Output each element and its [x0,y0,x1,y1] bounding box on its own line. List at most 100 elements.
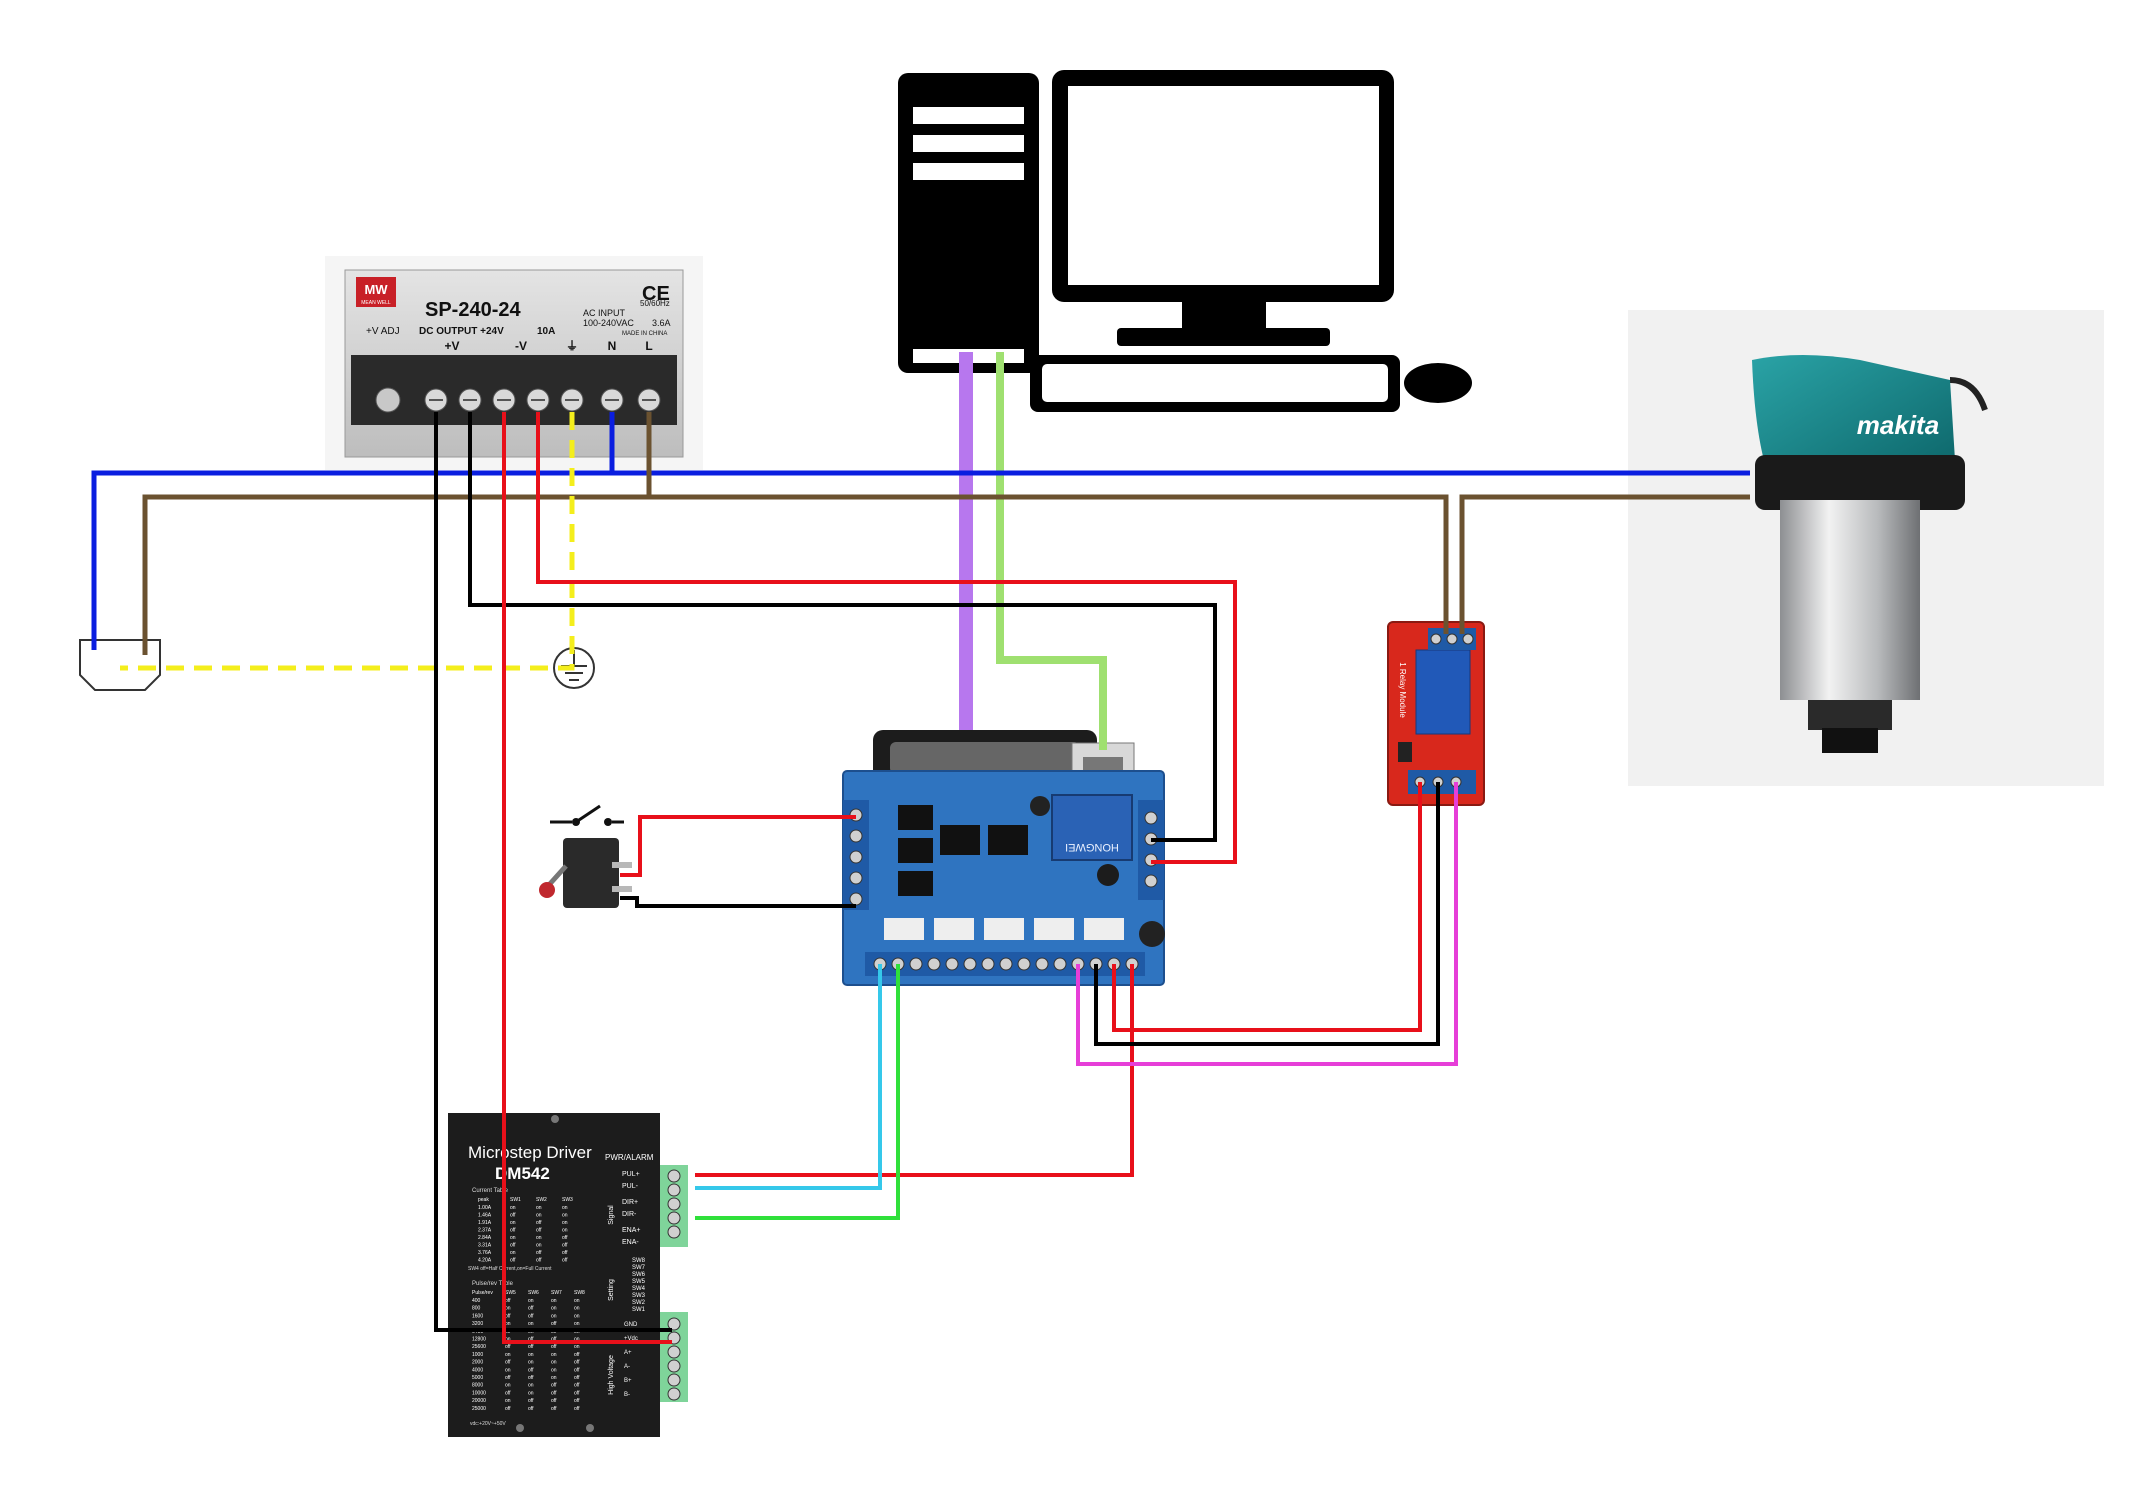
driver-dip-label: SW4 [632,1286,646,1292]
current-cell: off [562,1243,568,1249]
current-cell: off [562,1250,568,1256]
pulse-cell: off [528,1313,534,1319]
pulse-cell: 800 [472,1306,481,1312]
vadj-pot-icon [375,387,401,413]
pulse-cell: off [505,1360,511,1366]
pulse-cell: off [505,1313,511,1319]
relay-magenta [1076,782,1458,1066]
current-cell: on [562,1220,568,1226]
bb-bottom-terminals [865,952,1145,976]
current-cell: off [536,1220,542,1226]
pulse-cell: off [574,1360,580,1366]
pulse-cell: 5000 [472,1375,483,1381]
current-cell: off [510,1213,516,1219]
psu-term-n: N [608,339,617,353]
pulse-cell: off [574,1383,580,1389]
driver-title: Microstep Driver [468,1143,592,1162]
pulse-cell: 3200 [472,1321,483,1327]
computer [898,70,1472,412]
psu-term-ground: ⏚ [566,339,578,353]
current-cell: off [510,1258,516,1264]
current-cell: 2.37A [478,1228,492,1234]
pulse-cell: on [505,1337,511,1343]
pulse-cell: off [574,1367,580,1373]
current-header-cell: peak [478,1197,489,1203]
bb-right-terminals [1138,800,1164,900]
pulse-cell: on [505,1398,511,1404]
driver-power-terminal [660,1312,688,1402]
pulse-cell: on [528,1352,534,1358]
pulse-cell: on [528,1298,534,1304]
relay-black [1094,782,1440,1046]
current-cell: on [510,1250,516,1256]
pulse-cell: 25600 [472,1344,486,1350]
relay-to-router-brown [1459,494,1750,634]
mains-live-brown [142,494,1449,655]
sw4-note: SW4 off=Half Current,on=Full Current [468,1266,552,1272]
bb-chips [898,805,1028,896]
driver-model: DM542 [495,1164,550,1183]
pulse-cell: off [551,1406,557,1412]
psu-brand-logo [356,277,396,307]
pulse-cell: off [574,1375,580,1381]
pulse-cell: 25000 [472,1406,486,1412]
pulse-cell: off [574,1398,580,1404]
pulse-cell: 400 [472,1298,481,1304]
driver-signal-label: ENA+ [622,1227,640,1234]
pulse-cell: on [528,1321,534,1327]
current-cell: on [536,1213,542,1219]
driver-signal-terminal [660,1165,688,1247]
signal-red [695,964,1134,1177]
pulse-cell: on [574,1344,580,1350]
pulse-cell: on [505,1352,511,1358]
bb-axis-headers [884,918,1124,940]
pulse-cell: off [551,1344,557,1350]
current-table-title: Current Table [472,1188,509,1194]
driver-signal-label: DIR- [622,1211,637,1218]
pulse-cell: on [574,1298,580,1304]
psu-ac-current: 3.6A [652,318,671,328]
pulse-cell: 10000 [472,1390,486,1396]
driver-dip-label: SW7 [632,1265,646,1271]
pulse-cell: 20000 [472,1398,486,1404]
pulse-cell: on [505,1367,511,1373]
pulse-cell: off [551,1321,557,1327]
current-cell: 4.20A [478,1258,492,1264]
dc-red-driver [502,412,672,1344]
current-cell: off [536,1228,542,1234]
driver-dip-label: SW2 [632,1300,646,1306]
driver-power-label: +Vdc [624,1336,638,1342]
pulse-cell: on [574,1313,580,1319]
pulse-cell: on [574,1337,580,1343]
bb-relay-brand: HONGWEI [1065,841,1119,853]
driver-signal-label: PUL- [622,1183,639,1190]
psu-model: SP-240-24 [425,299,521,321]
pulse-cell: off [505,1390,511,1396]
psu-term-l: L [645,339,652,353]
mouse-icon [1404,363,1472,403]
current-cell: 1.91A [478,1220,492,1226]
psu-term-vplus: +V [444,339,459,353]
driver-dip-label: SW5 [632,1279,646,1285]
current-cell: off [562,1235,568,1241]
pulse-cell: off [528,1375,534,1381]
ce-mark-icon: CE [642,283,670,305]
signal-green [695,964,900,1220]
pulse-table-title: Pulse/rev Table [472,1281,514,1287]
driver-power-label: B+ [624,1378,632,1384]
driver-power-label: A+ [624,1350,632,1356]
driver-signal-label: DIR+ [622,1199,638,1206]
driver-dip-label: SW3 [632,1293,646,1299]
pulse-cell: 2000 [472,1360,483,1366]
relay-red [1112,782,1422,1032]
pc-tower-icon [898,73,1039,373]
pulse-header-cell: SW8 [574,1290,585,1296]
pulse-cell: on [574,1321,580,1327]
current-cell: 1.00A [478,1205,492,1211]
keyboard-icon [1030,355,1400,412]
switch-black [620,896,856,908]
pulse-cell: off [551,1337,557,1343]
current-cell: on [562,1205,568,1211]
